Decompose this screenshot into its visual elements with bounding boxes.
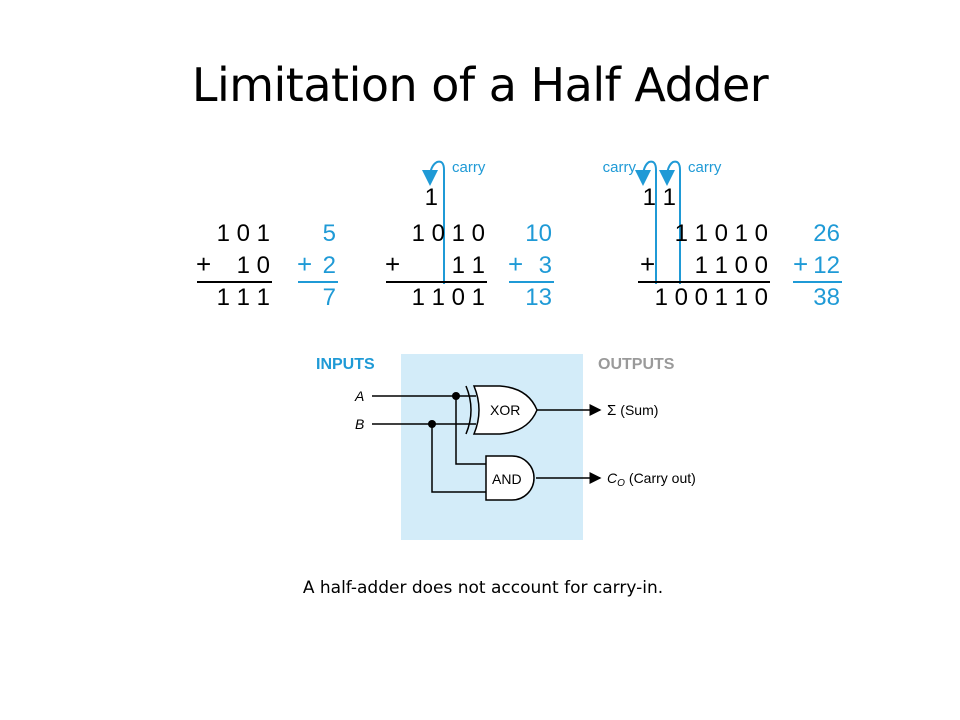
ex1-binary-top: 1 0 1: [217, 220, 270, 247]
and-gate: [485, 455, 535, 501]
ex3-decimal-plus: +: [793, 249, 808, 279]
example-2: carry 1 1 0 1 0 + 1 1 1 1 0 1 10 + 3 13: [385, 159, 554, 311]
ex2-binary-plus: +: [385, 249, 400, 279]
carry-subscript: O: [617, 478, 625, 489]
ex3-binary-bottom: 1 1 0 0: [695, 252, 768, 279]
xor-gate: [465, 385, 538, 435]
inputs-label: INPUTS: [316, 356, 375, 373]
slide-title: Limitation of a Half Adder: [191, 58, 769, 112]
ex1-binary-plus: +: [196, 249, 211, 279]
ex1-binary-bottom: 1 0: [237, 252, 270, 279]
circuit-panel: [401, 354, 583, 540]
ex1-decimal-result: 7: [323, 284, 336, 311]
ex3-decimal-top: 26: [813, 220, 840, 247]
ex2-decimal-result: 13: [525, 284, 552, 311]
ex3-carry-label-2: carry: [688, 159, 722, 176]
and-label: AND: [492, 471, 522, 487]
slide-caption: A half-adder does not account for carry-…: [302, 578, 664, 598]
ex2-carry-label: carry: [452, 159, 486, 176]
ex1-binary-result: 1 1 1: [217, 284, 270, 311]
example-3: carry carry 1 1 1 1 0 1 0 + 1 1 0 0 1 0 …: [603, 159, 842, 311]
ex3-binary-top: 1 1 0 1 0: [675, 220, 768, 247]
example-1: 1 0 1 + 1 0 1 1 1 5 + 2 7: [196, 220, 338, 311]
input-b-label: B: [355, 416, 364, 432]
ex2-binary-top: 1 0 1 0: [412, 220, 485, 247]
junction-a: [452, 392, 460, 400]
ex2-decimal-top: 10: [525, 220, 552, 247]
input-a-label: A: [354, 388, 364, 404]
carry-output: CO (Carry out): [607, 470, 696, 489]
carry-symbol: C: [607, 470, 618, 486]
carry-text: (Carry out): [629, 470, 696, 486]
ex3-decimal-result: 38: [813, 284, 840, 311]
ex3-carry-digits: 1 1: [643, 184, 676, 211]
ex2-binary-bottom: 1 1: [452, 252, 485, 279]
ex2-binary-result: 1 1 0 1: [412, 284, 485, 311]
ex1-decimal-plus: +: [297, 249, 312, 279]
ex3-binary-plus: +: [640, 249, 655, 279]
ex1-decimal-top: 5: [323, 220, 336, 247]
ex2-carry-arrow: [422, 160, 445, 284]
ex2-decimal-bottom: 3: [539, 252, 552, 279]
ex3-carry-arrow-2: [659, 160, 681, 284]
ex3-decimal-bottom: 12: [813, 252, 840, 279]
sum-symbol: Σ: [607, 402, 616, 419]
binary-addition-examples: 1 0 1 + 1 0 1 1 1 5 + 2 7 carry 1 1 0 1 …: [196, 159, 842, 311]
xor-label: XOR: [490, 402, 520, 418]
sum-output: Σ(Sum): [607, 402, 658, 419]
sum-text: (Sum): [620, 402, 658, 418]
outputs-label: OUTPUTS: [598, 356, 675, 373]
ex3-carry-arrow-1: [635, 160, 657, 284]
ex3-binary-result: 1 0 0 1 1 0: [655, 284, 768, 311]
ex3-carry-label-1: carry: [603, 159, 637, 176]
ex2-decimal-plus: +: [508, 249, 523, 279]
ex1-decimal-bottom: 2: [323, 252, 336, 279]
junction-b: [428, 420, 436, 428]
ex2-carry-digit: 1: [425, 184, 438, 211]
